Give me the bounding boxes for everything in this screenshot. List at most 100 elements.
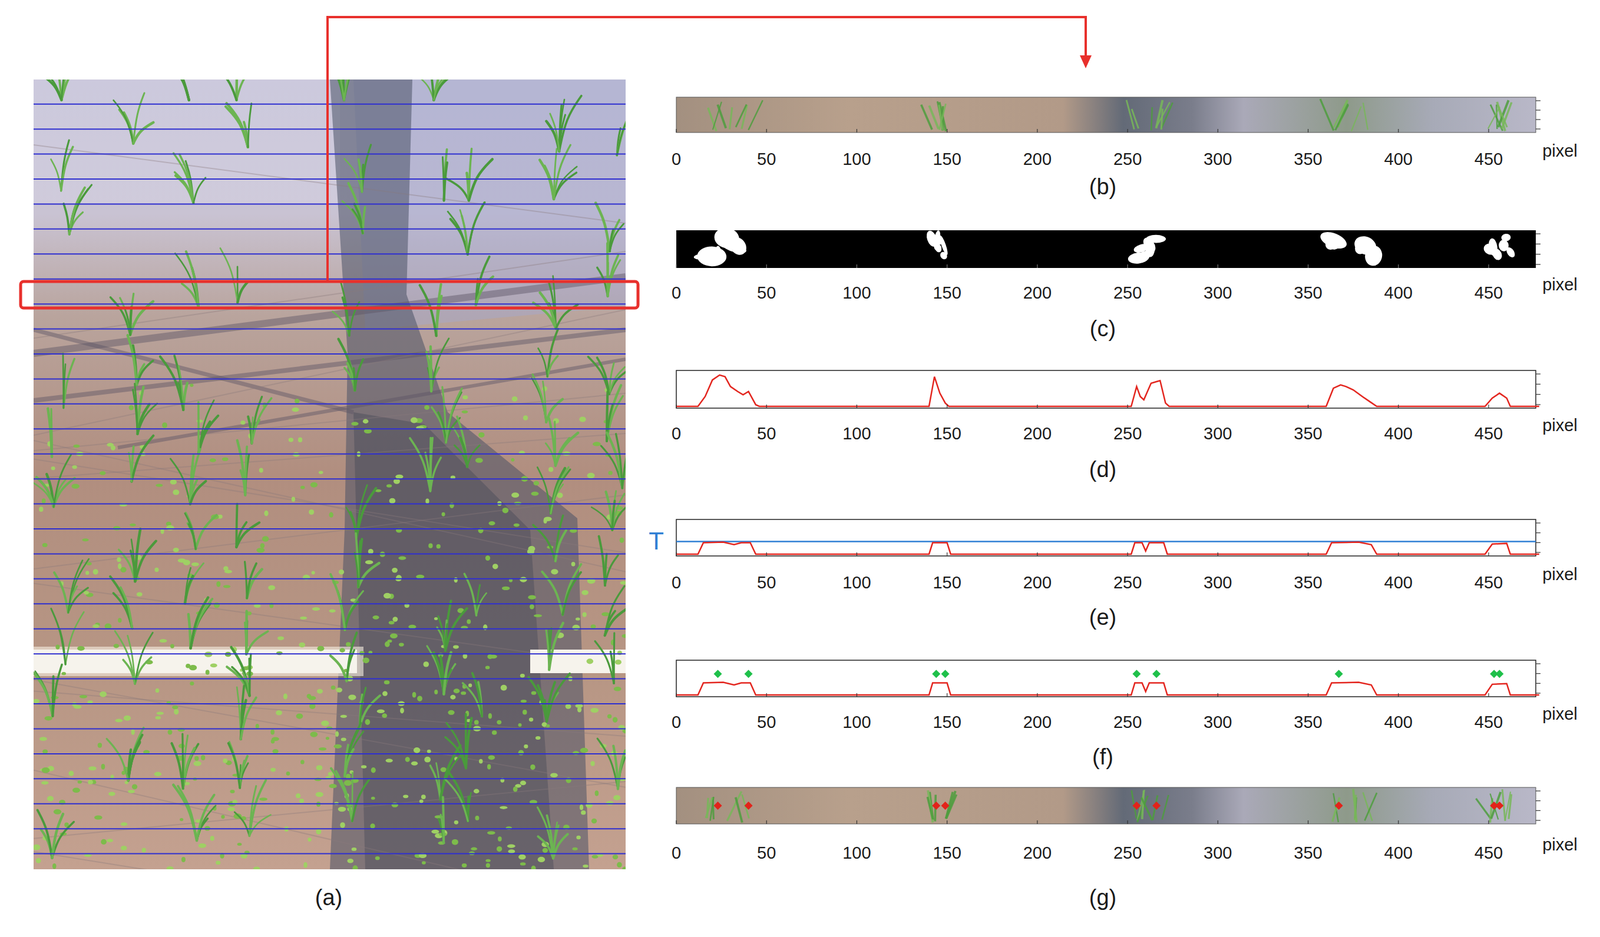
rice-plant xyxy=(444,778,468,822)
duckweed xyxy=(108,792,116,797)
axis-tick xyxy=(1535,810,1541,812)
duckweed xyxy=(205,669,210,675)
axis-tick-label: 450 xyxy=(1474,713,1503,732)
rice-plant xyxy=(68,559,89,613)
rice-plant xyxy=(436,763,441,800)
rice-plant xyxy=(338,339,355,391)
rice-plant xyxy=(612,500,615,531)
duckweed xyxy=(413,747,421,754)
duckweed xyxy=(371,767,376,773)
duckweed xyxy=(101,764,106,770)
axis-tick xyxy=(675,693,677,697)
axis-tick xyxy=(946,552,948,557)
axis-tick-label: 150 xyxy=(932,713,961,732)
duckweed xyxy=(159,639,167,643)
rice-plant xyxy=(748,100,763,131)
duckweed xyxy=(461,863,468,868)
panel-strip xyxy=(676,97,1541,133)
arrow-head xyxy=(1079,55,1092,69)
duckweed xyxy=(294,398,300,404)
duckweed xyxy=(453,688,461,694)
scan-line xyxy=(33,603,626,605)
duckweed xyxy=(518,749,525,756)
highlight-box xyxy=(20,281,638,309)
scan-line xyxy=(33,178,626,180)
duckweed xyxy=(173,709,179,716)
duckweed xyxy=(402,794,409,799)
axis-tick-label: 50 xyxy=(756,425,776,443)
axis-tick-label: 400 xyxy=(1384,425,1413,443)
axis-tick-label: 350 xyxy=(1293,574,1322,592)
axis-tick xyxy=(1535,373,1541,375)
rice-plant xyxy=(226,103,249,148)
rice-plant xyxy=(175,79,189,101)
duckweed xyxy=(181,857,186,863)
rice-plant xyxy=(131,435,154,482)
duckweed xyxy=(113,643,120,649)
duckweed xyxy=(155,483,163,487)
rice-plant xyxy=(438,616,446,651)
duckweed xyxy=(372,615,380,620)
rice-plant xyxy=(239,761,244,789)
duckweed xyxy=(522,709,528,716)
duckweed xyxy=(529,604,535,610)
axis-tick-label: 0 xyxy=(671,150,682,168)
duckweed xyxy=(497,836,502,842)
rice-plant xyxy=(537,807,554,859)
duckweed xyxy=(123,715,131,722)
scan-line xyxy=(33,478,626,480)
duckweed xyxy=(97,742,102,748)
rice-plant xyxy=(420,285,437,336)
duckweed xyxy=(485,666,490,670)
peak-marker xyxy=(713,669,722,679)
duckweed xyxy=(256,547,265,553)
duckweed xyxy=(580,810,586,816)
rice-plant xyxy=(436,284,442,337)
rice-plant xyxy=(594,641,614,684)
duckweed xyxy=(341,738,347,742)
duckweed xyxy=(303,862,307,868)
duckweed xyxy=(520,673,525,679)
duckweed xyxy=(154,716,161,720)
duckweed xyxy=(466,619,471,625)
rice-plant xyxy=(190,449,201,505)
rice-plant xyxy=(1508,794,1512,820)
axis-tick-label: 250 xyxy=(1113,150,1142,168)
axis-tick xyxy=(1397,552,1399,557)
rice-plant xyxy=(53,454,72,507)
rice-plant xyxy=(51,814,64,859)
rice-plant xyxy=(549,623,564,670)
axis-tick-label: 0 xyxy=(671,284,682,302)
rice-plant xyxy=(1151,107,1153,131)
axis-tick-label: 200 xyxy=(1023,713,1052,732)
duckweed xyxy=(209,458,217,462)
axis-tick xyxy=(1126,264,1128,269)
duckweed xyxy=(215,861,221,866)
duckweed xyxy=(162,422,168,429)
rice-plant xyxy=(193,177,206,204)
duckweed xyxy=(384,680,390,685)
rice-plant xyxy=(460,438,468,468)
duckweed xyxy=(300,759,305,765)
plant-marker xyxy=(931,801,941,811)
panel-label: (b) xyxy=(1089,175,1117,198)
rice-plant xyxy=(445,392,462,443)
plant-marker xyxy=(744,801,753,811)
rice-plant xyxy=(937,101,944,131)
rice-plant xyxy=(717,104,726,129)
axis-tick xyxy=(1488,820,1489,825)
scan-line xyxy=(33,553,626,555)
duckweed xyxy=(291,407,299,413)
rice-plant xyxy=(939,104,943,131)
duckweed xyxy=(352,865,358,870)
rice-plant xyxy=(354,553,359,588)
rice-plant xyxy=(234,812,250,836)
rice-plant xyxy=(166,79,189,101)
axis-unit: pixel xyxy=(1542,276,1578,294)
rice-plant xyxy=(1141,797,1153,821)
rice-plant xyxy=(190,597,209,649)
axis-tick xyxy=(1535,109,1541,111)
duckweed xyxy=(227,807,236,812)
rice-plant xyxy=(354,359,363,391)
axis-tick xyxy=(946,820,948,825)
